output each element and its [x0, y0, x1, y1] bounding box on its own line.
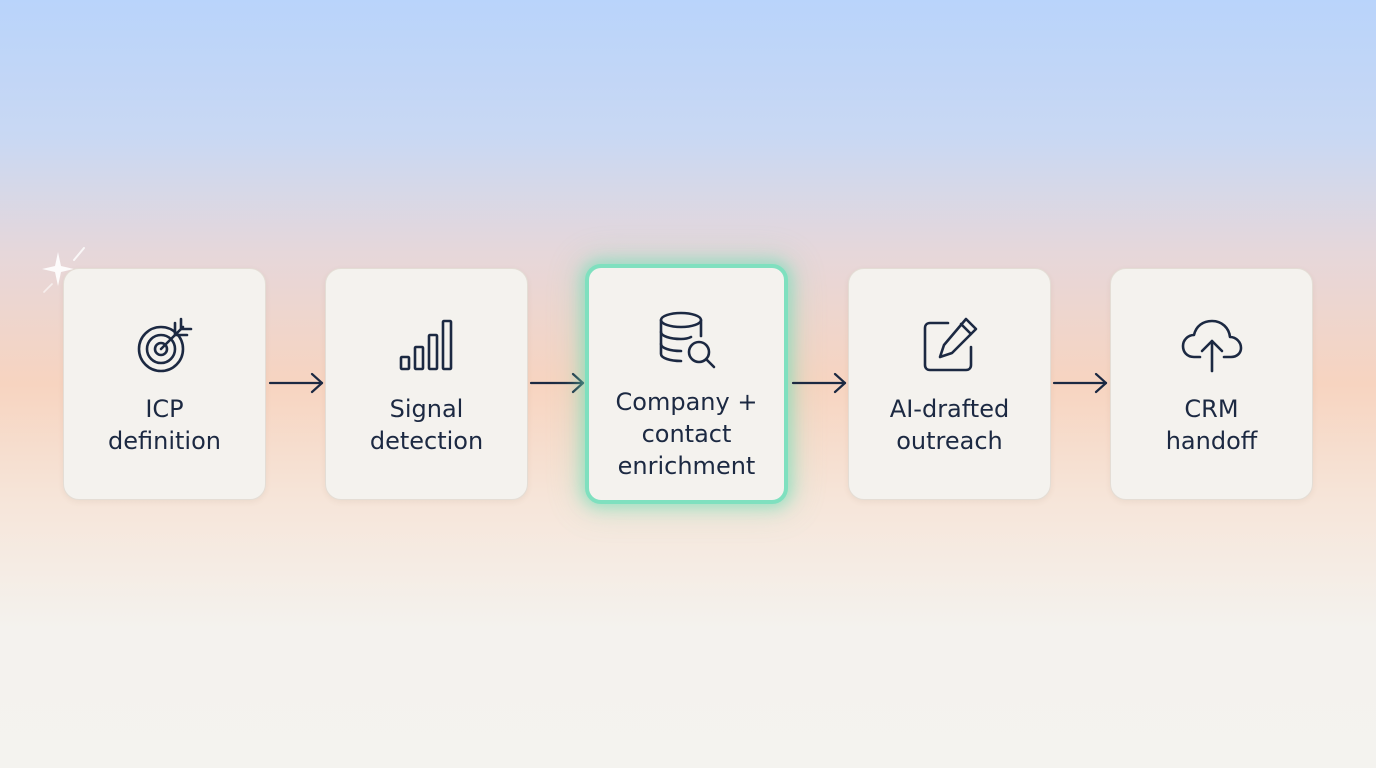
- flow-arrow: [529, 372, 587, 394]
- step-label: ICP definition: [108, 395, 221, 455]
- step-label: AI-drafted outreach: [889, 395, 1010, 455]
- flow-arrow: [791, 372, 849, 394]
- step-label: Company + contact enrichment: [615, 388, 758, 480]
- step-ai-drafted-outreach: AI-drafted outreach: [848, 268, 1051, 500]
- step-signal-detection: Signal detection: [325, 268, 528, 500]
- edit-pencil-icon: [918, 313, 982, 377]
- flow-arrow: [1052, 372, 1110, 394]
- flow-arrow: [268, 372, 326, 394]
- sparkle-icon: [42, 247, 85, 293]
- step-icp-definition: ICP definition: [63, 268, 266, 500]
- target-icon: [133, 313, 197, 377]
- step-crm-handoff: CRM handoff: [1110, 268, 1313, 500]
- step-company-contact-enrichment: Company + contact enrichment: [585, 264, 788, 504]
- step-label: CRM handoff: [1165, 395, 1258, 455]
- step-label: Signal detection: [369, 395, 484, 455]
- database-search-icon: [655, 308, 719, 372]
- cloud-upload-icon: [1180, 313, 1244, 377]
- signal-bars-icon: [395, 313, 459, 377]
